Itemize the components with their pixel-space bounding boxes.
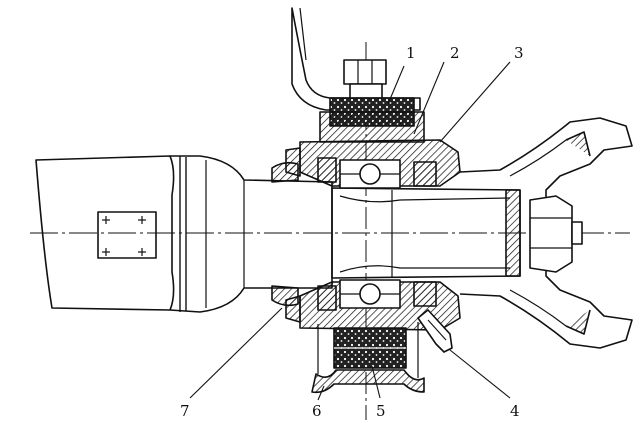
callout-2: 2 — [450, 44, 460, 62]
callout-4: 4 — [510, 402, 520, 420]
callout-5: 5 — [376, 402, 386, 420]
leader-7 — [189, 307, 283, 399]
leader-2 — [413, 61, 445, 135]
callout-1: 1 — [406, 44, 416, 62]
shaft-tube — [35, 155, 175, 311]
lower-bracket-shell — [311, 369, 425, 394]
leader-1 — [387, 65, 405, 105]
upper-left-seal — [317, 157, 337, 183]
top-nut — [343, 59, 387, 85]
upper-ball — [359, 163, 381, 185]
upper-right-seal — [413, 161, 437, 187]
callout-6: 6 — [312, 402, 322, 420]
lower-right-seal — [413, 281, 437, 307]
top-bolt — [349, 83, 383, 99]
leader-4 — [449, 349, 511, 399]
grease-fitting — [417, 309, 453, 353]
tube-yoke-neck — [169, 155, 333, 313]
shaft-end-nut — [529, 195, 573, 273]
mounting-bracket — [291, 7, 421, 111]
leader-3 — [439, 61, 511, 143]
plate-rivets — [102, 216, 146, 256]
lower-left-seal — [317, 285, 337, 311]
shaft-label-plate — [97, 211, 157, 259]
lower-ball — [359, 283, 381, 305]
callout-7: 7 — [180, 402, 190, 420]
callout-3: 3 — [514, 44, 524, 62]
leader-5 — [371, 365, 381, 399]
leader-6 — [317, 385, 325, 401]
flange-hub-section — [505, 189, 521, 277]
